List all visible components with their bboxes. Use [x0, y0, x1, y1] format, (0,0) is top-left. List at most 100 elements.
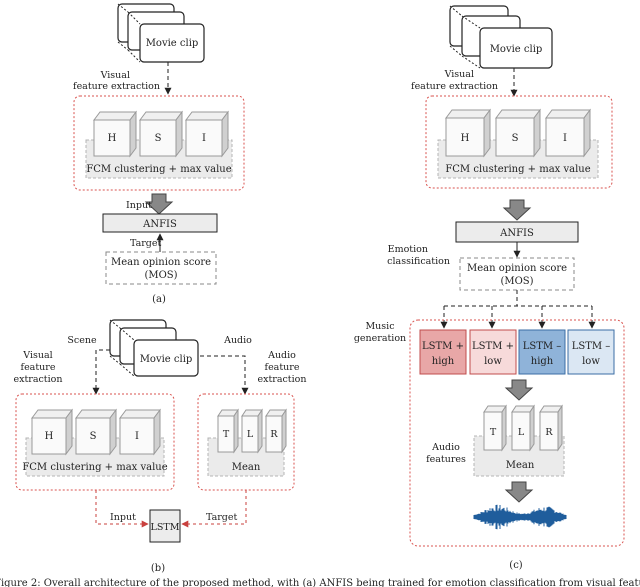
- lstm-label-b: LSTM: [151, 522, 180, 533]
- cube-r-c: R: [539, 404, 563, 452]
- svg-text:high: high: [432, 356, 455, 367]
- lstm-neg-high: [518, 329, 566, 375]
- svg-text:R: R: [545, 427, 553, 438]
- cube-l-b: L: [241, 408, 263, 454]
- svg-text:I: I: [202, 133, 206, 144]
- cube-t-b: T: [217, 408, 239, 454]
- svg-text:LSTM –: LSTM –: [523, 341, 562, 352]
- target-label-a: Target: [130, 238, 162, 249]
- cube-t-c: T: [483, 404, 507, 452]
- visual-label-c-2: feature extraction: [411, 81, 498, 92]
- visual-feature-label-2: feature extraction: [73, 81, 160, 92]
- audio-feature-label-2: feature: [265, 362, 300, 373]
- svg-text:T: T: [490, 427, 497, 438]
- panel-c: Movie clip Visual feature extraction H S…: [354, 5, 625, 571]
- panel-b: Movie clip Scene Audio Visual feature ex…: [13, 319, 307, 574]
- svg-text:T: T: [223, 429, 230, 440]
- caption-a: (a): [152, 294, 166, 305]
- svg-text:H: H: [108, 133, 117, 144]
- fcm-label-b: FCM clustering + max value: [22, 462, 167, 473]
- visual-label-c-1: Visual: [444, 69, 474, 80]
- cube-i: I: [185, 110, 229, 158]
- lstm-pos-low: [469, 329, 517, 375]
- panel-a: Movie clip Visual feature extraction H S…: [73, 3, 245, 305]
- svg-text:S: S: [512, 133, 519, 144]
- lstm-box-b: [149, 509, 181, 543]
- emotion-label-1: Emotion: [388, 244, 428, 255]
- cube-r-b: R: [265, 408, 287, 454]
- movie-clip-stack-c: Movie clip: [449, 5, 553, 69]
- cube-s: S: [139, 110, 183, 158]
- audio-label: Audio: [223, 335, 252, 346]
- audio-feature-label-3: extraction: [257, 374, 306, 385]
- mean-label-b: Mean: [232, 462, 261, 473]
- anfis-label-c: ANFIS: [499, 228, 534, 239]
- svg-text:LSTM +: LSTM +: [472, 341, 514, 352]
- cube-h: H: [93, 110, 137, 158]
- caption-c: (c): [509, 560, 523, 571]
- caption-b: (b): [151, 563, 165, 574]
- branch-lines: [444, 290, 592, 307]
- svg-text:H: H: [461, 133, 470, 144]
- movie-clip-label-c: Movie clip: [490, 44, 543, 55]
- mean-label-c: Mean: [506, 460, 535, 471]
- svg-text:LSTM +: LSTM +: [422, 341, 464, 352]
- visual-label-b-3: extraction: [13, 374, 62, 385]
- svg-text:L: L: [518, 427, 525, 438]
- music-label-1: Music: [365, 321, 394, 332]
- visual-feature-label-1: Visual: [100, 70, 130, 81]
- cube-i-c: I: [545, 108, 591, 158]
- svg-text:H: H: [45, 431, 54, 442]
- fcm-label: FCM clustering + max value: [86, 164, 231, 175]
- movie-clip-stack-b: Movie clip: [109, 319, 199, 377]
- mos-box-a: [105, 251, 217, 285]
- music-label-2: generation: [354, 333, 406, 344]
- input-label-b: Input: [110, 512, 136, 523]
- audio-features-label-1: Audio: [431, 442, 460, 453]
- anfis-label-a: ANFIS: [142, 219, 177, 230]
- input-label-a: Input: [126, 200, 152, 211]
- visual-container-b: [15, 393, 175, 491]
- svg-text:I: I: [563, 133, 567, 144]
- audio-arrow: [200, 355, 249, 395]
- cube-s-c: S: [495, 108, 541, 158]
- cube-s-b: S: [75, 408, 117, 456]
- lstm-pos-high: [419, 329, 467, 375]
- cube-i-b: I: [119, 408, 161, 456]
- svg-text:high: high: [531, 356, 554, 367]
- audio-feature-label-1: Audio: [267, 350, 296, 361]
- svg-text:R: R: [270, 429, 278, 440]
- music-container: [409, 319, 625, 547]
- figure-caption: Figure 2: Overall architecture of the pr…: [0, 578, 640, 587]
- mos-label-c-1: Mean opinion score: [467, 263, 567, 274]
- emotion-label-2: classification: [387, 256, 450, 267]
- svg-text:L: L: [247, 429, 254, 440]
- mos-box-c: [459, 257, 575, 291]
- movie-clip-label: Movie clip: [146, 38, 199, 49]
- visual-feature-container: [73, 95, 245, 191]
- cube-l-c: L: [511, 404, 535, 452]
- block-arrow-a: [144, 193, 174, 215]
- scene-arrow: [92, 349, 110, 395]
- lstm-neg-low: [567, 329, 615, 375]
- svg-text:S: S: [90, 431, 97, 442]
- cube-h-c: H: [445, 108, 491, 158]
- cube-h-b: H: [31, 408, 73, 456]
- movie-clip-stack-a: Movie clip: [117, 3, 205, 63]
- target-label-b: Target: [206, 512, 238, 523]
- input-arrow-b: [95, 490, 149, 528]
- movie-clip-label-b: Movie clip: [140, 354, 193, 365]
- block-arrow-c: [502, 199, 532, 221]
- svg-text:low: low: [484, 356, 502, 367]
- visual-label-b-2: feature: [21, 362, 56, 373]
- audio-features-label-2: features: [426, 454, 466, 465]
- svg-text:I: I: [135, 431, 139, 442]
- mos-label-c-2: (MOS): [500, 276, 533, 287]
- mos-label-a-1: Mean opinion score: [111, 257, 211, 268]
- scene-label: Scene: [67, 335, 97, 346]
- mos-label-a-2: (MOS): [144, 270, 177, 281]
- svg-text:LSTM –: LSTM –: [572, 341, 611, 352]
- waveform-icon: [473, 504, 567, 530]
- anfis-box-a: [102, 213, 218, 233]
